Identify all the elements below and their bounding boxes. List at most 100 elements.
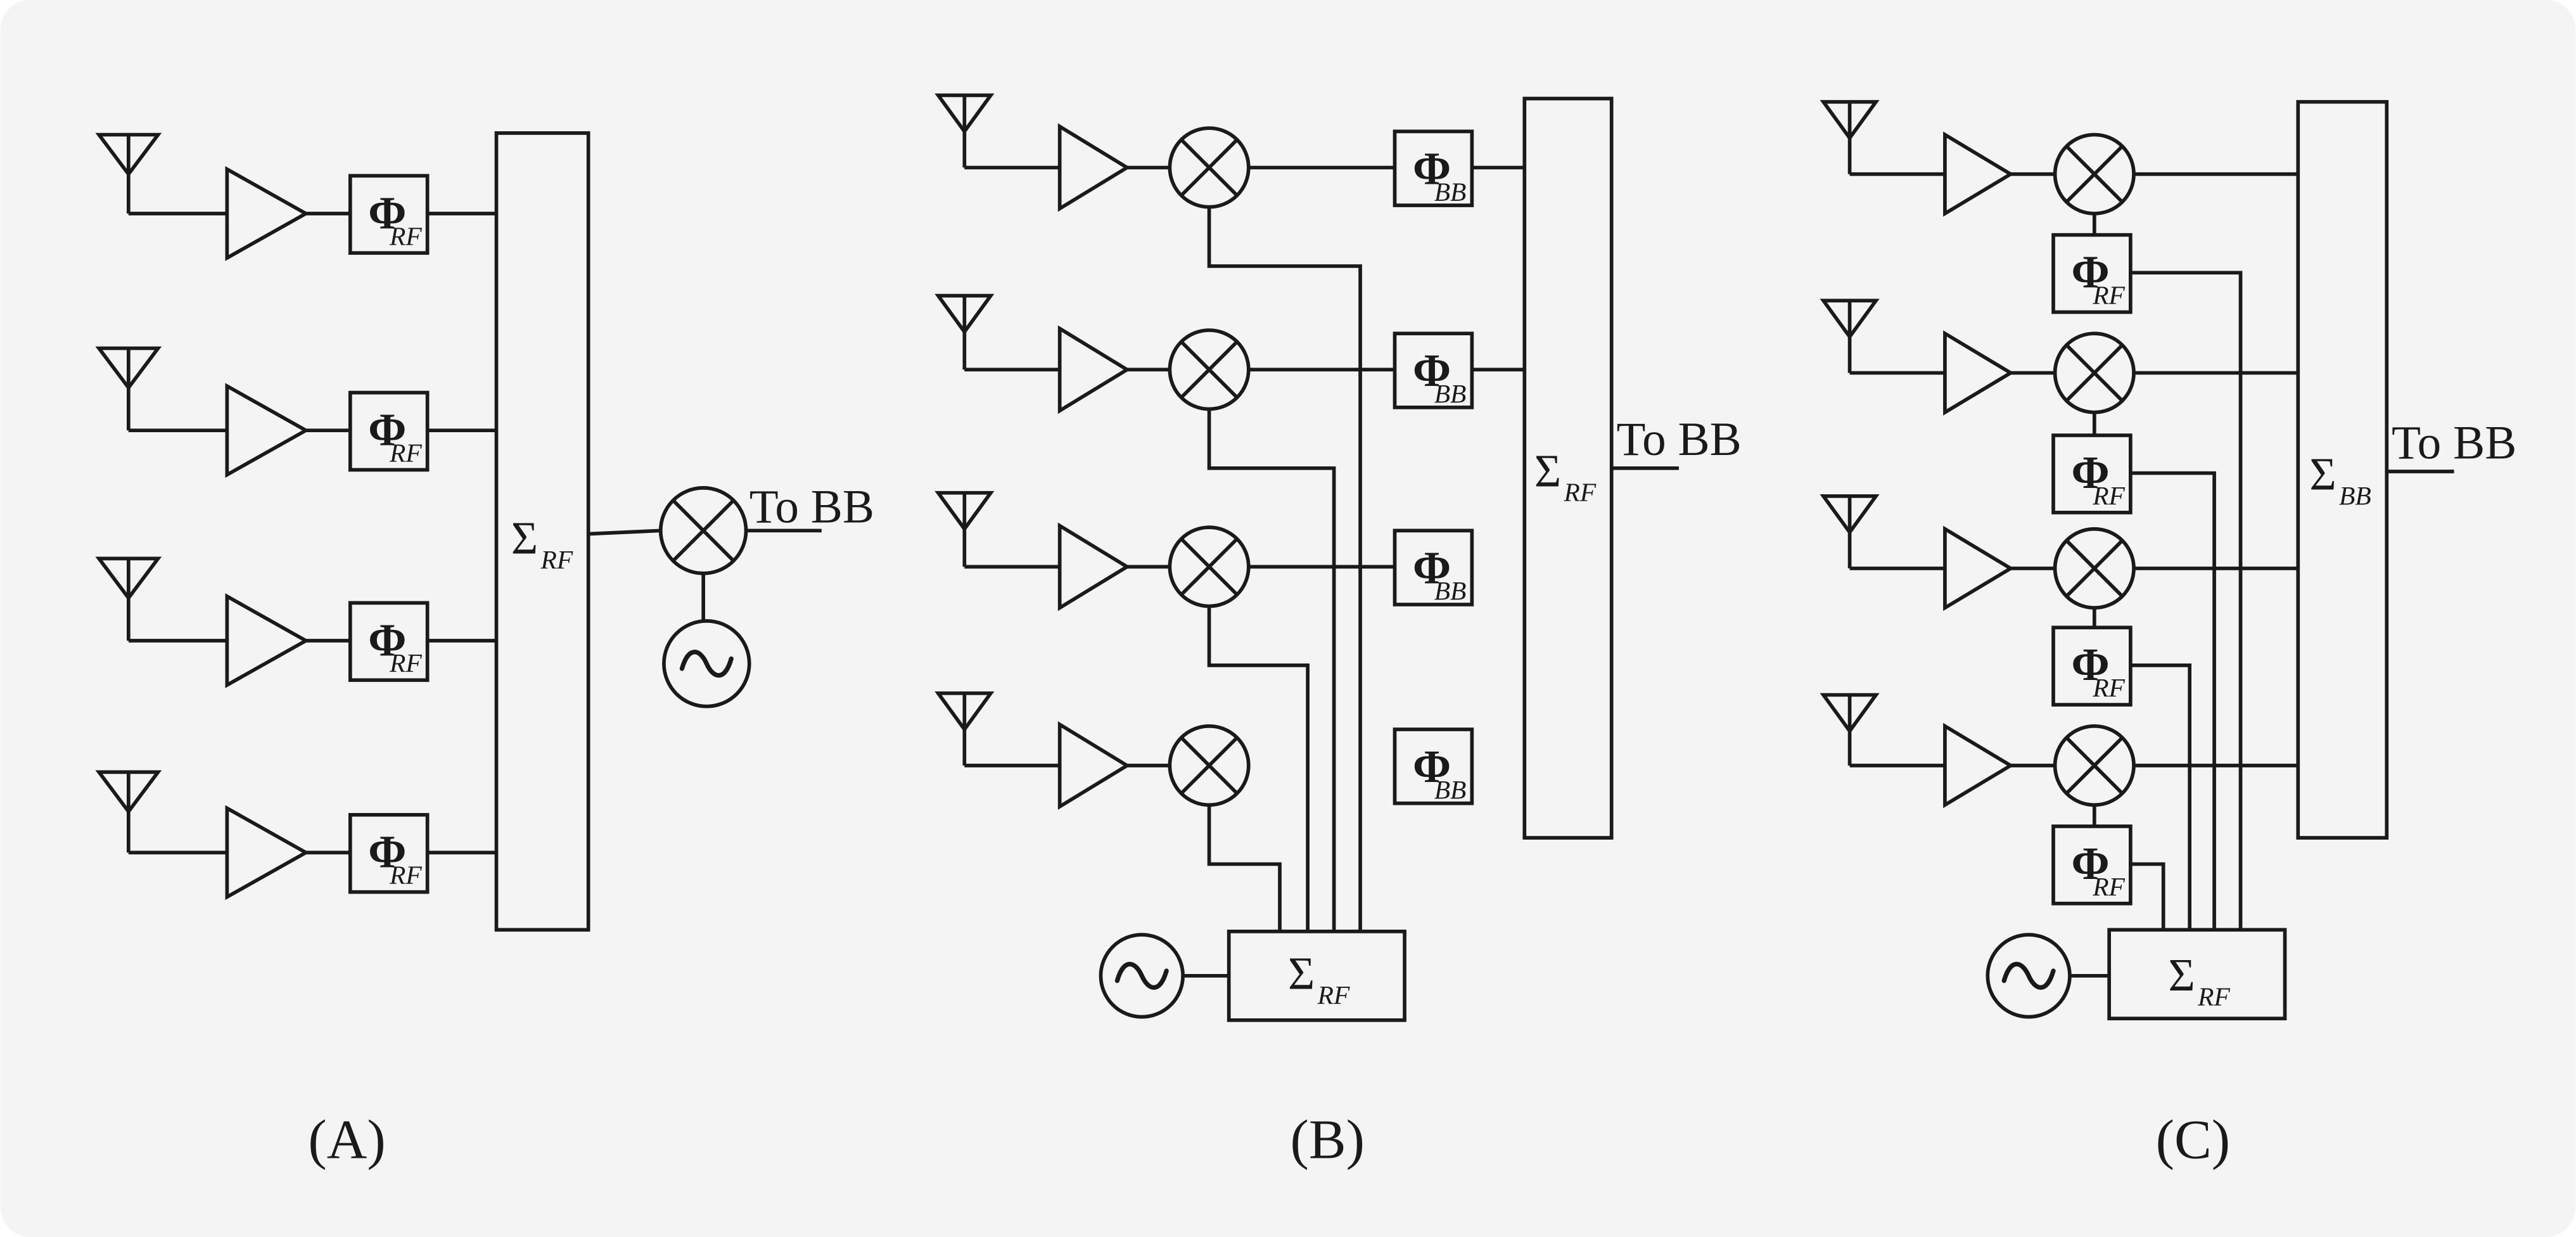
amplifier-3 — [225, 593, 310, 688]
antenna-4 — [95, 770, 227, 855]
phase-shifter-3: ΦBB — [1393, 529, 1474, 606]
phase-shifter-3: ΦRF — [348, 601, 430, 683]
phase-shifter-box — [1393, 727, 1474, 805]
phase-shifter-symbol: Φ — [368, 614, 406, 665]
mixer-cross-line — [2065, 144, 2124, 203]
phase-shifter-3: ΦRF — [2051, 625, 2133, 707]
amplifier-icon — [1943, 722, 2015, 809]
amplifier-4 — [1057, 721, 1131, 810]
panel-caption: (B) — [1290, 1109, 1364, 1171]
phase-shifter-subscript: RF — [389, 648, 422, 677]
wire — [588, 529, 661, 536]
amplifier-icon — [1057, 721, 1131, 810]
antenna-4 — [1820, 693, 1945, 767]
summation-symbol: Σ — [2168, 949, 2195, 1001]
amplifier-3 — [1057, 522, 1131, 612]
antenna-3 — [934, 490, 1060, 569]
output-label: To BB — [1616, 413, 1741, 466]
phase-shifter-symbol: Φ — [1413, 741, 1451, 792]
summation-subscript: BB — [2339, 481, 2371, 510]
phase-shifter-subscript: RF — [389, 861, 422, 890]
summation-subscript: RF — [1317, 980, 1350, 1009]
phase-shifter-1: ΦRF — [2051, 233, 2133, 314]
amplifier-icon — [1057, 123, 1131, 212]
summation-subscript: RF — [2197, 982, 2230, 1011]
antenna-2 — [1820, 298, 1945, 375]
amplifier-icon — [1943, 525, 2015, 612]
phase-shifter-subscript: BB — [1434, 177, 1467, 206]
phase-shifter-subscript: RF — [2092, 281, 2125, 310]
mixer-4 — [1168, 724, 1251, 807]
phase-shifter-4: ΦBB — [1393, 727, 1474, 805]
summation-symbol: Σ — [2309, 449, 2336, 500]
sine-wave-icon — [1114, 961, 1169, 990]
phase-shifter-2: ΦBB — [1393, 331, 1474, 409]
phase-shifter-symbol: Φ — [1413, 542, 1451, 593]
summation-symbol: Σ — [1288, 948, 1315, 999]
phase-shifter-symbol: Φ — [1413, 345, 1451, 396]
lo-feed-line — [1207, 409, 1336, 932]
antenna-icon — [95, 770, 162, 815]
output-label: To BB — [749, 480, 874, 533]
amplifier-icon — [225, 383, 310, 478]
phase-shifter-symbol: Φ — [368, 826, 406, 878]
phase-shifter-symbol: Φ — [2072, 247, 2110, 298]
panel-caption: (A) — [308, 1109, 385, 1171]
antenna-2 — [95, 346, 227, 433]
amplifier-icon — [225, 805, 310, 901]
amplifier-1 — [225, 166, 310, 261]
amplifier-icon — [1943, 131, 2015, 217]
amplifier-4 — [225, 805, 310, 901]
amplifier-3 — [1943, 525, 2015, 612]
amplifier-icon — [225, 166, 310, 261]
mixer-cross-line — [672, 499, 735, 562]
phase-shifter-2: ΦRF — [348, 390, 430, 472]
phase-shifter-subscript: BB — [1434, 379, 1467, 408]
mixer-icon — [1168, 724, 1251, 807]
summation-subscript: RF — [540, 545, 573, 574]
rf-combiner-box — [494, 131, 590, 932]
lo-feed-line — [1207, 207, 1362, 932]
lo-feed-line — [1207, 606, 1310, 932]
amplifier-icon — [1057, 522, 1131, 612]
amplifier-1 — [1057, 123, 1131, 212]
antenna-1 — [934, 93, 1060, 170]
antenna-3 — [95, 556, 227, 643]
phase-shifter-subscript: BB — [1434, 775, 1467, 804]
amplifier-4 — [1943, 722, 2015, 809]
mixer-cross-line — [2065, 343, 2124, 402]
sine-wave-icon — [679, 650, 734, 678]
mixer-cross-line — [2065, 736, 2124, 795]
lo-feed-line — [1207, 805, 1282, 932]
phase-shifter-symbol: Φ — [2072, 639, 2110, 690]
summation-symbol: Σ — [511, 513, 538, 564]
mixer-cross-line — [1180, 736, 1239, 795]
phase-shifter-subscript: BB — [1434, 576, 1467, 605]
phase-shifter-2: ΦRF — [2051, 433, 2133, 515]
sine-wave-icon — [2001, 961, 2056, 990]
lo-feed-line — [2130, 471, 2216, 930]
panel-caption: (C) — [2156, 1109, 2230, 1171]
antenna-3 — [1820, 494, 1945, 570]
amplifier-2 — [1057, 325, 1131, 414]
amplifier-icon — [1943, 330, 2015, 416]
antenna-1 — [95, 132, 227, 215]
oscillator-icon — [662, 619, 751, 708]
mixer-cross-line — [1180, 537, 1239, 596]
output-label: To BB — [2392, 416, 2516, 469]
lo-feed-line — [2130, 862, 2165, 930]
amplifier-2 — [225, 383, 310, 478]
phase-shifter-subscript: RF — [2092, 673, 2125, 702]
amplifier-2 — [1943, 330, 2015, 416]
summation-subscript: RF — [1564, 478, 1597, 507]
amplifier-icon — [225, 593, 310, 688]
local-oscillator — [662, 619, 751, 708]
amplifier-1 — [1943, 131, 2015, 217]
phase-shifter-4: ΦRF — [348, 812, 430, 894]
mixer-cross-line — [2065, 539, 2124, 598]
